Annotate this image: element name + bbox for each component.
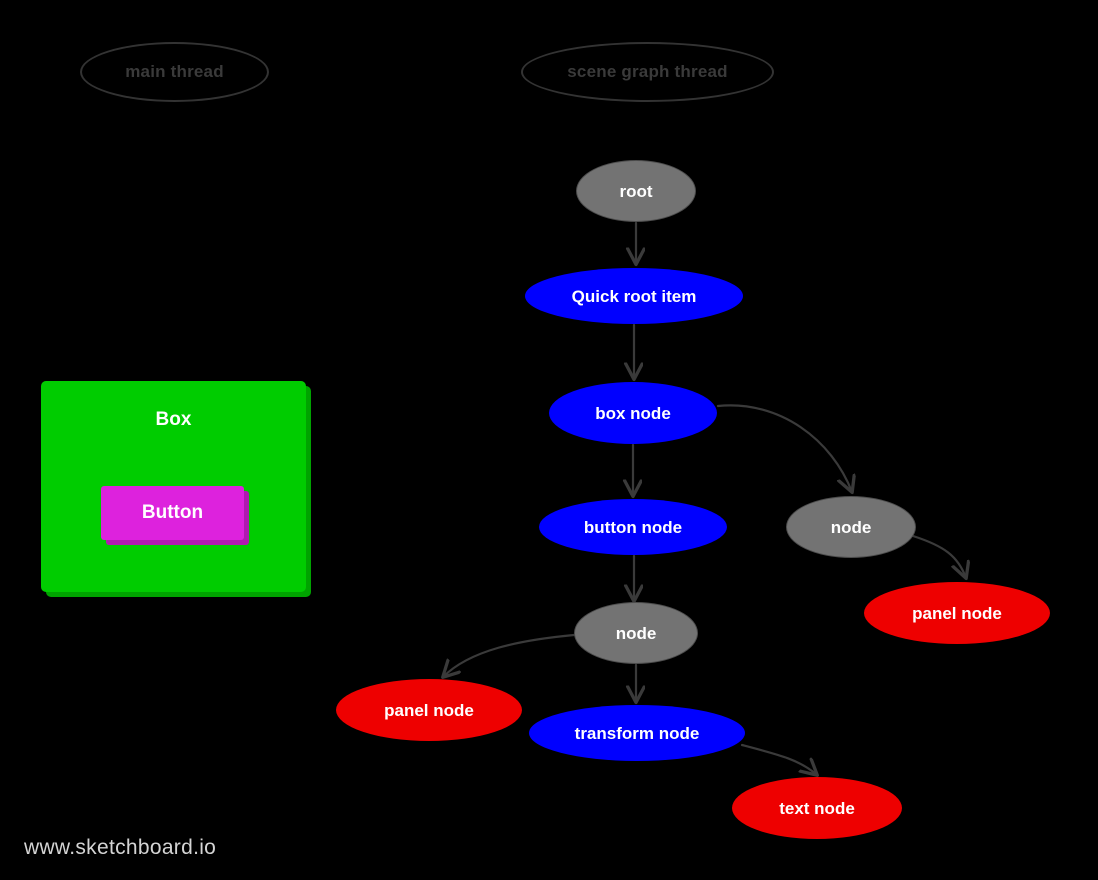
edge-box-node-to-node-right (716, 404, 852, 492)
thread-lane-label: main thread (125, 62, 224, 81)
graph-node-box-node[interactable]: box node (549, 382, 717, 444)
graph-node-label: Quick root item (571, 286, 697, 306)
graph-node-quick-root-item[interactable]: Quick root item (525, 268, 743, 324)
watermark: www.sketchboard.io (24, 836, 217, 859)
graph-node-label: node (830, 517, 872, 537)
graph-node-label: node (615, 623, 657, 643)
graph-node-panel-node-right[interactable]: panel node (864, 582, 1050, 644)
button-widget-label: Button (141, 502, 204, 523)
box-widget-label: Box (155, 409, 192, 430)
edge-node-left-to-panel-node-left (443, 633, 576, 677)
graph-node-panel-node-left[interactable]: panel node (336, 679, 522, 741)
edge-node-right-to-panel-node (911, 534, 966, 578)
graph-node-label: transform node (574, 723, 700, 743)
button-widget[interactable]: Button (101, 486, 244, 540)
graph-node-label: button node (583, 517, 683, 537)
graph-node-button-node[interactable]: button node (539, 499, 727, 555)
graph-node-node-left[interactable]: node (574, 602, 698, 664)
graph-node-label: text node (779, 798, 855, 818)
graph-node-transform-node[interactable]: transform node (529, 705, 745, 761)
graph-node-label: panel node (384, 700, 474, 720)
graph-node-root[interactable]: root (576, 160, 696, 222)
thread-lane-scene-graph-thread[interactable]: scene graph thread (521, 42, 774, 102)
thread-lane-label: scene graph thread (567, 62, 728, 81)
graph-node-label: panel node (912, 603, 1002, 623)
edge-transform-node-to-text-node (740, 743, 817, 775)
graph-node-node-right[interactable]: node (786, 496, 916, 558)
graph-node-label: root (619, 181, 653, 201)
thread-lane-main-thread[interactable]: main thread (80, 42, 269, 102)
graph-node-text-node[interactable]: text node (732, 777, 902, 839)
graph-node-label: box node (595, 403, 671, 423)
